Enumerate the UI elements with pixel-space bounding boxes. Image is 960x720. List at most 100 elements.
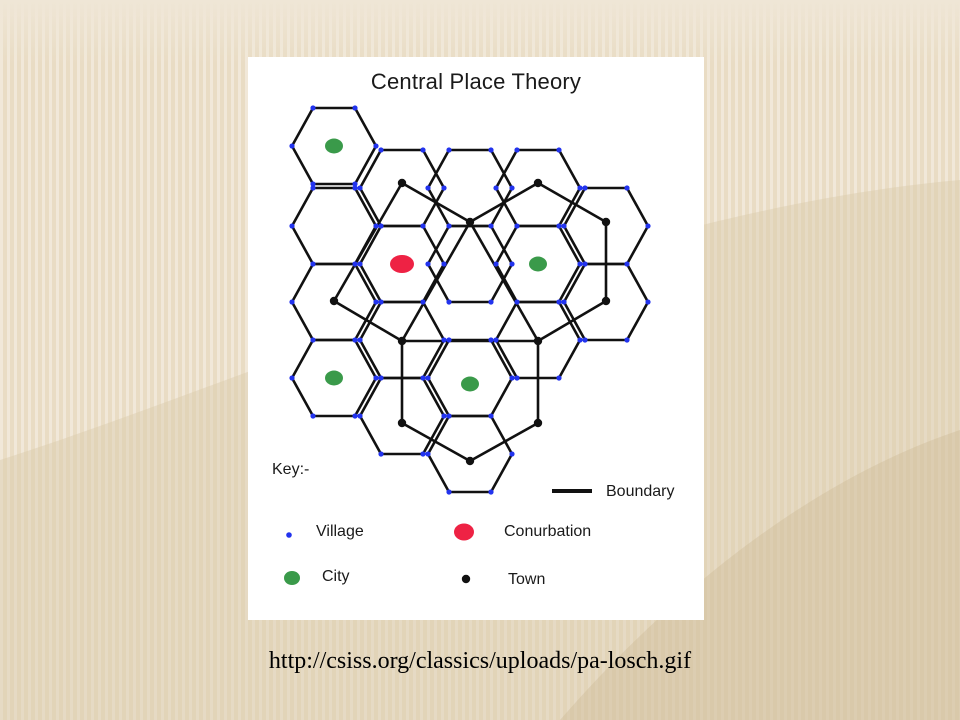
- village-dot: [425, 261, 431, 267]
- legend-village-label: Village: [316, 523, 364, 540]
- village-dot: [582, 337, 588, 343]
- village-dot: [582, 185, 588, 191]
- village-dot: [446, 223, 452, 229]
- village-dot: [310, 105, 316, 111]
- village-dot: [577, 185, 583, 191]
- city-dot: [325, 138, 343, 154]
- village-dot: [378, 299, 384, 305]
- village-dot: [493, 185, 499, 191]
- town-connection-line: [469, 421, 539, 463]
- legend-town-symbol: [461, 574, 471, 584]
- village-dot: [509, 375, 515, 381]
- village-dot: [352, 261, 358, 267]
- town-connection-line: [468, 221, 540, 342]
- village-dot: [310, 261, 316, 267]
- village-dot: [289, 375, 295, 381]
- village-dot: [420, 147, 426, 153]
- town-dot: [397, 418, 407, 428]
- village-dot: [420, 299, 426, 305]
- town-connection-line: [469, 181, 539, 224]
- village-dot: [582, 261, 588, 267]
- village-dot: [561, 223, 567, 229]
- village-dot: [509, 261, 515, 267]
- village-dot: [378, 375, 384, 381]
- hexagon-network: [284, 105, 651, 585]
- village-dot: [378, 147, 384, 153]
- village-dot: [556, 147, 562, 153]
- village-dot: [357, 185, 363, 191]
- village-dot: [556, 223, 562, 229]
- village-dot: [514, 147, 520, 153]
- village-dot: [446, 147, 452, 153]
- village-dot: [556, 299, 562, 305]
- village-dot: [289, 223, 295, 229]
- village-dot: [310, 413, 316, 419]
- village-dot: [373, 299, 379, 305]
- town-connection-line: [400, 221, 472, 342]
- village-dot: [357, 337, 363, 343]
- hexagon-boundary: [426, 148, 514, 228]
- town-dot: [397, 336, 407, 346]
- conurbation-dot: [390, 255, 414, 273]
- village-dot: [378, 223, 384, 229]
- hexagon-boundary: [426, 224, 514, 304]
- source-url-caption: http://csiss.org/classics/uploads/pa-los…: [268, 648, 692, 674]
- village-dot: [488, 489, 494, 495]
- town-connection-line: [401, 181, 471, 224]
- village-dot: [425, 185, 431, 191]
- village-dot: [352, 105, 358, 111]
- legend-town-label: Town: [508, 571, 546, 588]
- village-dot: [493, 337, 499, 343]
- village-dot: [420, 451, 426, 457]
- town-dot: [465, 456, 475, 466]
- city-dot: [325, 370, 343, 386]
- village-dot: [624, 337, 630, 343]
- village-dot: [373, 223, 379, 229]
- hexagon-boundary: [426, 414, 514, 494]
- village-dot: [488, 223, 494, 229]
- town-dot: [397, 178, 407, 188]
- village-dot: [425, 375, 431, 381]
- diagram-title: Central Place Theory: [370, 69, 582, 94]
- village-dot: [310, 337, 316, 343]
- village-dot: [509, 185, 515, 191]
- village-dot: [310, 185, 316, 191]
- village-dot: [645, 299, 651, 305]
- village-dot: [373, 143, 379, 149]
- village-dot: [310, 181, 316, 187]
- village-dot: [357, 261, 363, 267]
- village-dot: [441, 413, 447, 419]
- village-dot: [446, 413, 452, 419]
- village-dot: [556, 375, 562, 381]
- town-connection-line: [333, 299, 403, 343]
- village-dot: [289, 299, 295, 305]
- village-dot: [577, 261, 583, 267]
- village-dot: [446, 337, 452, 343]
- village-dot: [420, 223, 426, 229]
- legend-conurbation-label: Conurbation: [504, 523, 592, 540]
- town-dot: [601, 217, 611, 227]
- village-dot: [352, 181, 358, 187]
- village-dot: [441, 185, 447, 191]
- village-dot: [645, 223, 651, 229]
- village-dot: [446, 489, 452, 495]
- city-dot: [461, 376, 479, 392]
- town-dot: [533, 336, 543, 346]
- village-dot: [488, 413, 494, 419]
- village-dot: [488, 337, 494, 343]
- village-dot: [425, 451, 431, 457]
- city-dot: [529, 256, 547, 272]
- legend-city-symbol: [284, 571, 300, 585]
- hexagon-boundary: [494, 148, 582, 228]
- town-connection-line: [332, 182, 404, 302]
- village-dot: [514, 299, 520, 305]
- village-dot: [514, 223, 520, 229]
- village-dot: [493, 261, 499, 267]
- town-dot: [533, 418, 543, 428]
- village-dot: [289, 143, 295, 149]
- village-dot: [441, 261, 447, 267]
- legend-conurbation-symbol: [454, 523, 474, 541]
- legend-village-symbol: [286, 532, 292, 538]
- central-place-diagram: Central Place Theory Key:- Village City …: [248, 57, 704, 620]
- village-dot: [352, 185, 358, 191]
